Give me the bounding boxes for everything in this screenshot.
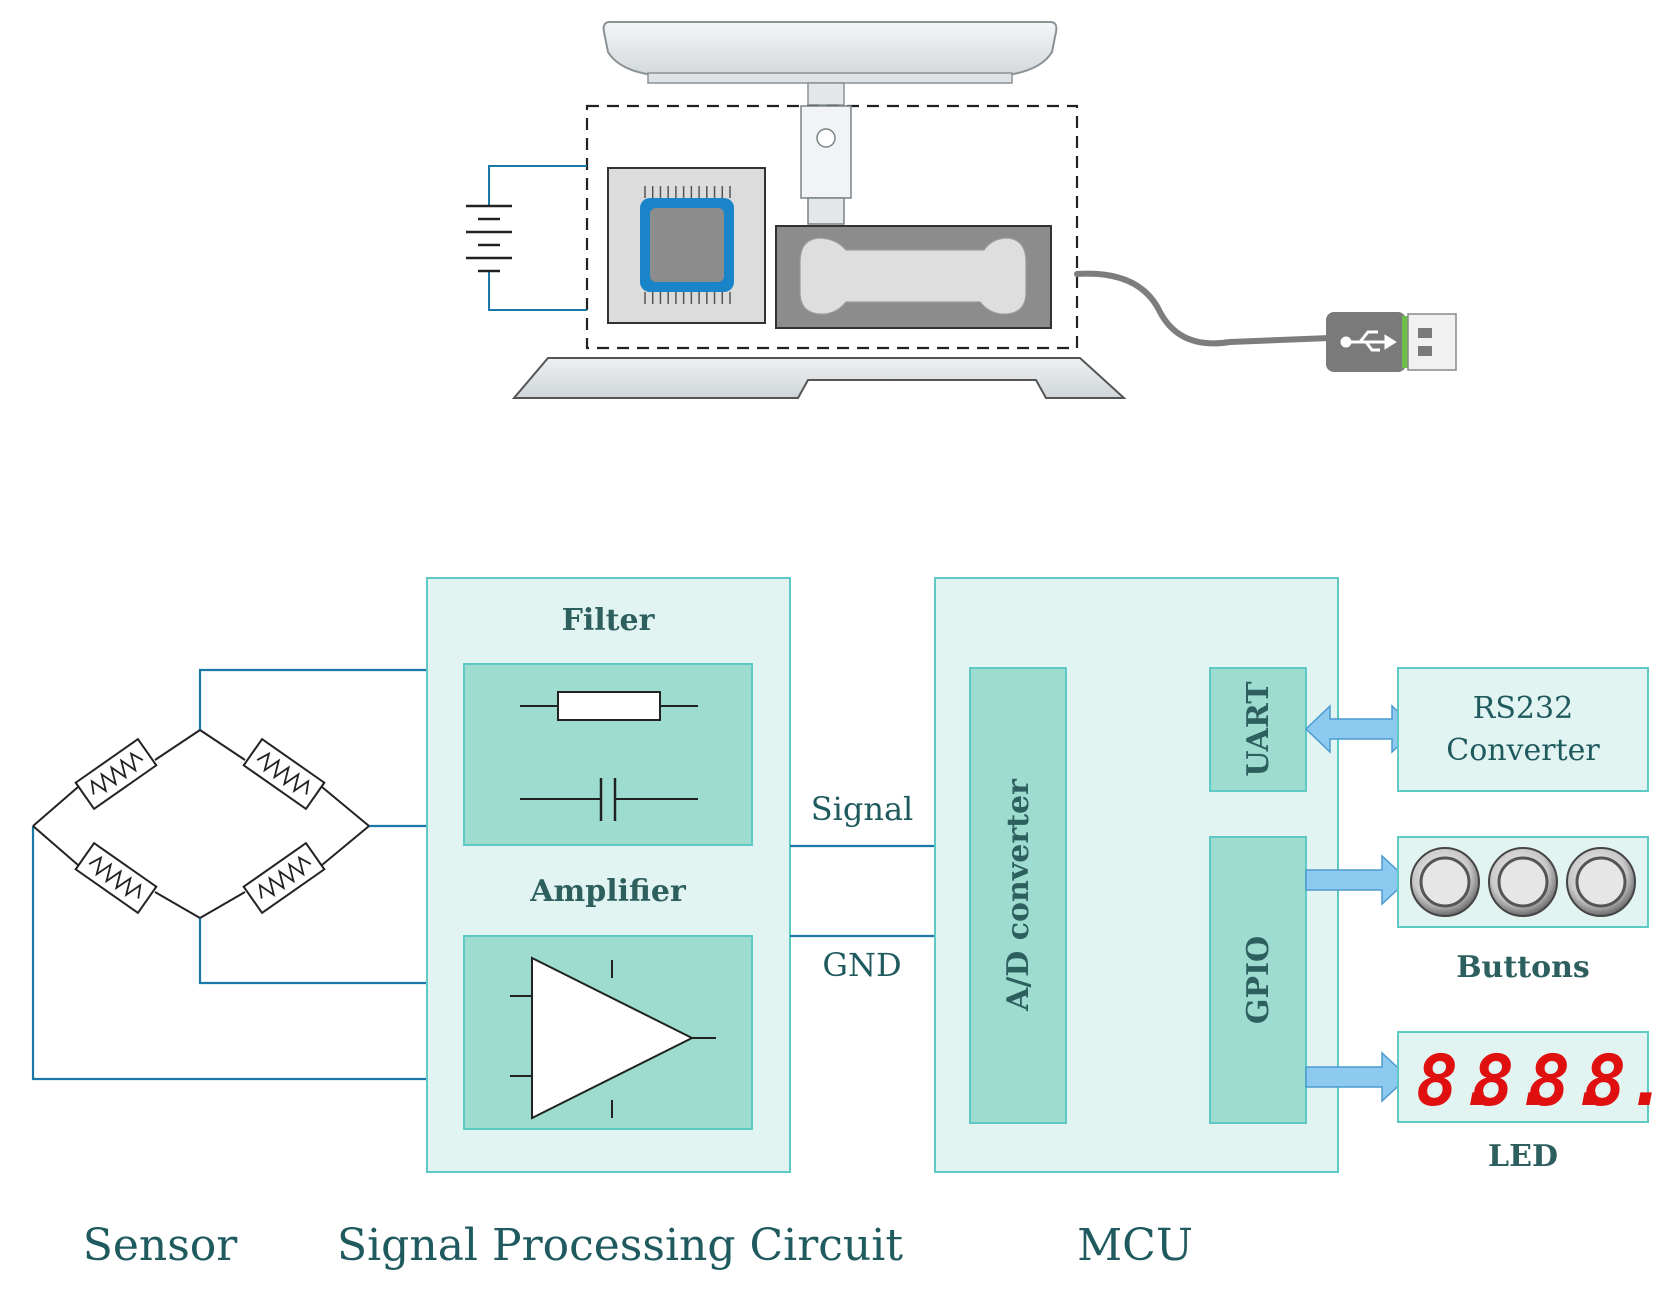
capacitor-icon <box>520 778 698 821</box>
section-label-mcu: MCU <box>1077 1220 1193 1271</box>
push-button-icon <box>1566 847 1636 917</box>
resistor-icon <box>74 841 158 915</box>
amplifier-icon <box>510 956 716 1120</box>
battery-icon <box>466 165 587 311</box>
adc-block <box>969 667 1067 1124</box>
load-bracket <box>800 105 852 225</box>
usb-symbol-icon <box>1340 330 1397 352</box>
section-label-sensor: Sensor <box>83 1220 239 1271</box>
rs232-label-line1: RS232 <box>1473 691 1573 726</box>
led-label: LED <box>1488 1139 1558 1174</box>
sensor-wires <box>31 668 426 1081</box>
scale-base-icon <box>511 357 1127 399</box>
uart-label: UART <box>1241 681 1276 777</box>
filter-label: Filter <box>562 603 656 638</box>
gpio-led-arrow <box>1305 1051 1410 1103</box>
gpio-buttons-arrow <box>1305 854 1410 906</box>
led-digit: 8. <box>1584 1040 1663 1122</box>
wheatstone-bridge <box>32 729 370 919</box>
led-digit: 8. <box>1472 1040 1556 1122</box>
rs232-converter: RS232 Converter <box>1397 667 1649 792</box>
chip-icon <box>607 167 766 731</box>
resistor-icon <box>74 737 158 811</box>
led-digit: 8. <box>1416 1040 1500 1122</box>
scale-pan-icon <box>602 21 1058 106</box>
led-digit: 8. <box>1528 1040 1612 1122</box>
rs232-label-line2: Converter <box>1446 733 1600 768</box>
buttons-panel: Buttons <box>1397 836 1649 985</box>
resistor-icon <box>520 691 698 721</box>
section-label-signal-processing: Signal Processing Circuit <box>337 1220 903 1271</box>
gpio-label: GPIO <box>1241 936 1276 1024</box>
mcu-panel: A/D converter UART GPIO <box>934 577 1339 1173</box>
amplifier-label: Amplifier <box>529 874 687 909</box>
push-button-icon <box>1410 847 1480 917</box>
gpio-block <box>1209 836 1307 1124</box>
signal-processing-panel: Filter Amplifier <box>426 577 791 1173</box>
resistor-icon <box>242 737 326 811</box>
resistor-icon <box>242 841 326 915</box>
gnd-label: GND <box>822 946 901 984</box>
push-button-icon <box>1488 847 1558 917</box>
led-panel: 8. 8. 8. 8. LED <box>1397 1031 1663 1174</box>
uart-block <box>1209 667 1307 792</box>
seven-segment-display-icon: 8. 8. 8. 8. <box>1416 1040 1663 1122</box>
buttons-label: Buttons <box>1456 950 1590 985</box>
load-cell-icon <box>775 225 1052 329</box>
adc-label: A/D converter <box>1001 778 1036 1012</box>
usb-plug-icon <box>1074 270 1457 372</box>
signal-label: Signal <box>811 790 914 828</box>
scale-illustration <box>466 21 1457 731</box>
